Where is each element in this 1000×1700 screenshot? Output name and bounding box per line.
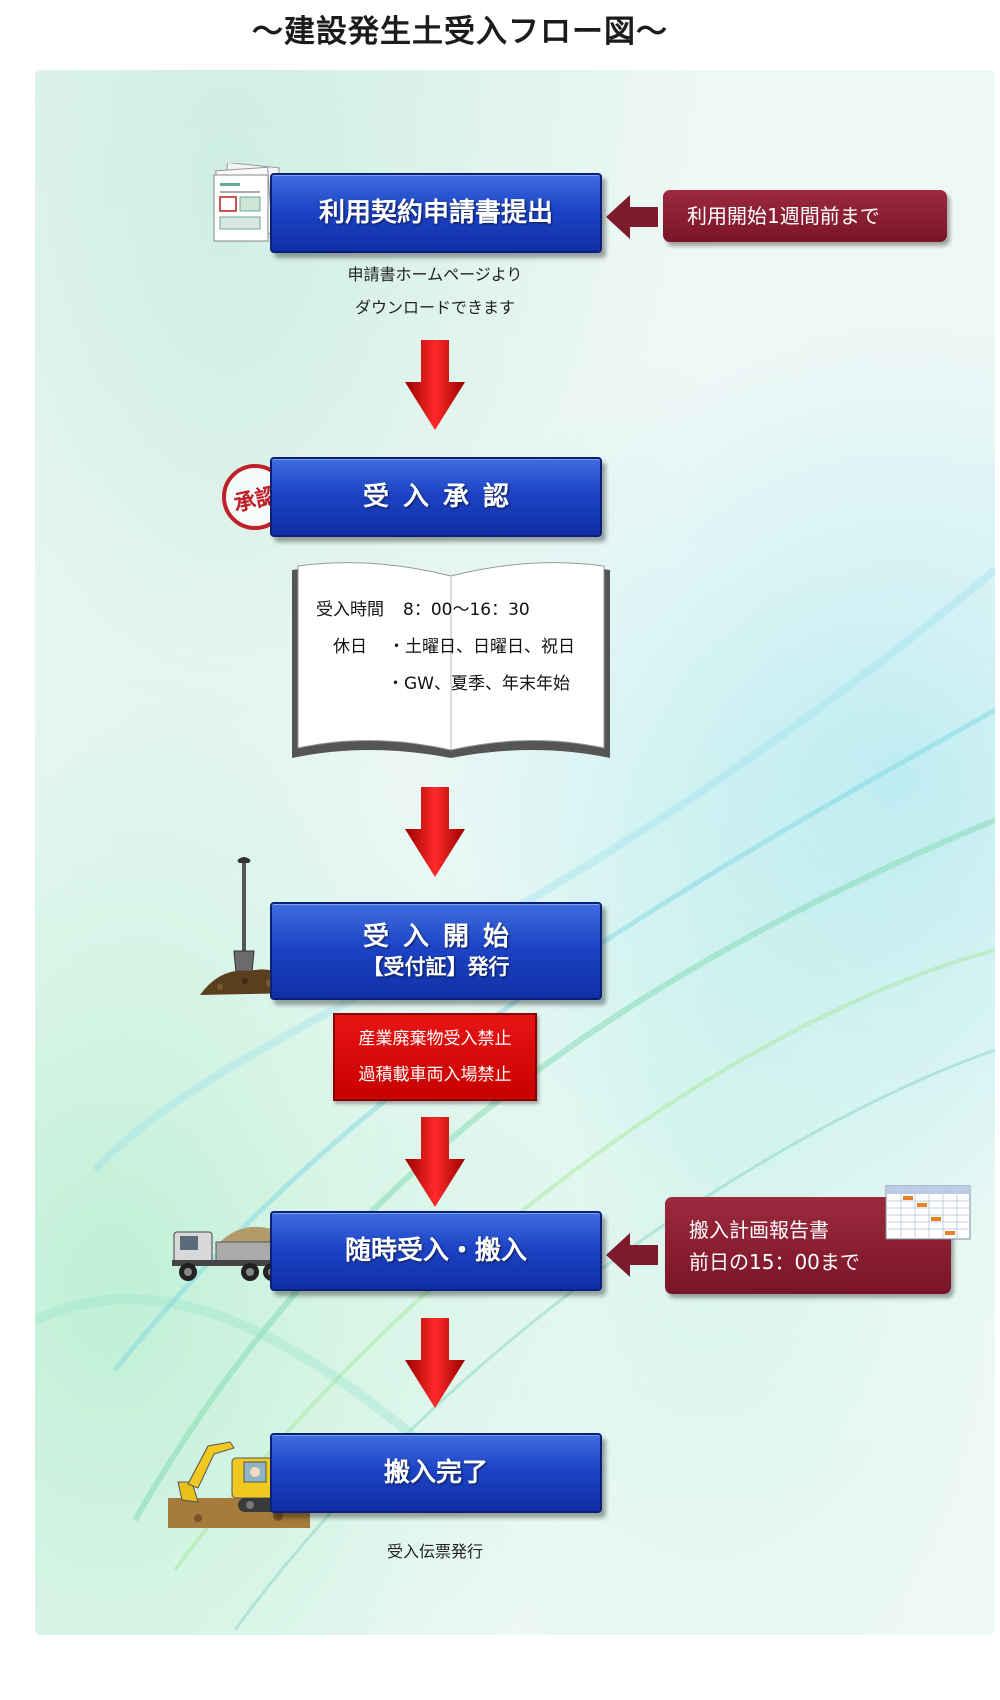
step-acceptance-start: 受入開始 【受付証】発行	[270, 902, 602, 1000]
prohibition-notice: 産業廃棄物受入禁止 過積載車両入場禁止	[333, 1013, 537, 1101]
note-application-deadline: 利用開始1週間前まで	[663, 190, 947, 242]
arrow-left-icon	[606, 1233, 658, 1277]
step-label: 受入開始	[349, 921, 523, 953]
step-sublabel: 【受付証】発行	[363, 953, 510, 981]
arrow-down-icon	[405, 1318, 465, 1408]
arrow-down-icon	[405, 340, 465, 430]
step-application-submit: 利用契約申請書提出	[270, 173, 602, 253]
schedule-sheet-icon	[885, 1185, 971, 1240]
page-title: ～建設発生土受入フロー図～	[230, 6, 690, 51]
step-label: 搬入完了	[384, 1457, 488, 1489]
arrow-down-icon	[405, 787, 465, 877]
step-label: 利用契約申請書提出	[319, 197, 553, 229]
step-label: 随時受入・搬入	[345, 1235, 527, 1267]
step-approval: 受入承認	[270, 457, 602, 537]
step-label: 受入承認	[349, 481, 523, 513]
arrow-left-icon	[606, 195, 658, 239]
application-download-note: 申請書ホームページより ダウンロードできます	[300, 258, 570, 324]
step-delivery-complete: 搬入完了	[270, 1433, 602, 1513]
step-delivery: 随時受入・搬入	[270, 1211, 602, 1291]
arrow-down-icon	[405, 1117, 465, 1207]
receipt-issue-note: 受入伝票発行	[340, 1535, 530, 1568]
